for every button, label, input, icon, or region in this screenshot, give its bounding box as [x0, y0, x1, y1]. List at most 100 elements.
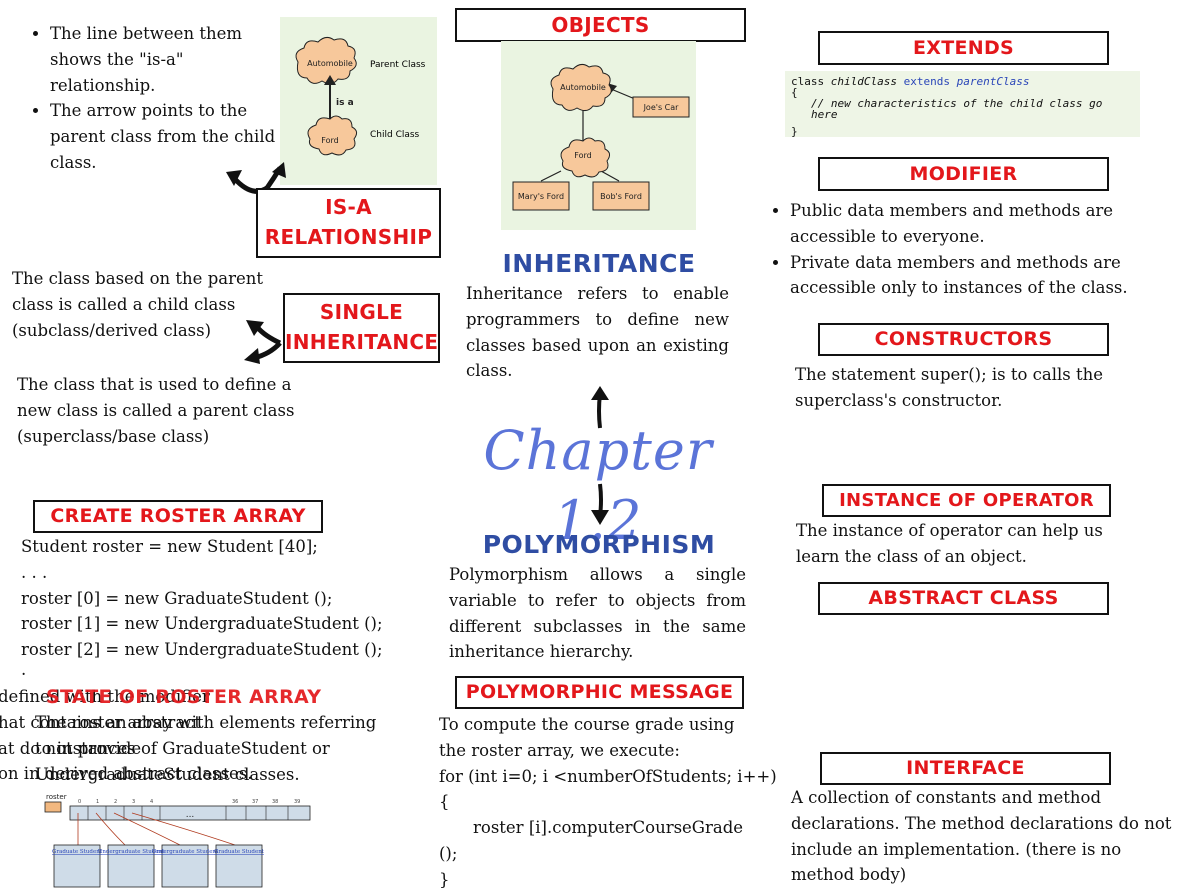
- ford-cloud: Ford: [307, 115, 358, 156]
- roster-array-svg: roster 0 1 2 3 4 36 37 38 39 ...: [44, 793, 311, 888]
- child-class-text: The class based on the parent class is c…: [12, 269, 263, 340]
- isa-title-line1: IS-A: [325, 195, 372, 219]
- create-roster-title: CREATE ROSTER ARRAY: [50, 505, 306, 527]
- polymorphic-message-title: POLYMORPHIC MESSAGE: [465, 681, 734, 703]
- overlap-line: on in derived abstract classes.: [0, 764, 253, 784]
- objects-diagram: Automobile Joe's Car Ford Mary's Ford Bo…: [501, 41, 696, 230]
- code-close-brace: }: [791, 125, 798, 138]
- overlap-line: defined with the modifier: [0, 687, 210, 706]
- objects-automobile-label: Automobile: [560, 83, 606, 92]
- objects-automobile-cloud: Automobile: [550, 63, 612, 112]
- interface-text: A collection of constants and method dec…: [791, 788, 1172, 885]
- parent-class-label: Parent Class: [370, 60, 426, 70]
- objects-ford-cloud: Ford: [560, 137, 611, 178]
- roster-array-cells: [69, 805, 311, 821]
- isa-arrowhead: [324, 75, 336, 85]
- create-roster-box: CREATE ROSTER ARRAY: [33, 500, 323, 533]
- polymorphism-text: Polymorphism allows a single variable to…: [449, 565, 746, 662]
- index-label: 39: [294, 799, 300, 805]
- modifier-bullet: Public data members and methods are acce…: [790, 198, 1165, 250]
- single-inheritance-box: SINGLE INHERITANCE: [283, 293, 440, 363]
- constructors-title: CONSTRUCTORS: [874, 328, 1053, 350]
- index-label: 3: [132, 799, 135, 805]
- roster-line: . . .: [21, 562, 48, 582]
- modifier-box: MODIFIER: [818, 157, 1109, 191]
- polymorphic-message-box: POLYMORPHIC MESSAGE: [455, 676, 744, 709]
- isa-ford-label: Ford: [321, 136, 338, 145]
- state-roster-title: STATE OF ROSTER ARRAY: [46, 686, 322, 708]
- bobs-ford-label: Bob's Ford: [600, 192, 642, 201]
- roster-line: roster [1] = new UndergraduateStudent ()…: [21, 614, 383, 634]
- roster-code: Student roster = new Student [40]; . . .…: [21, 534, 441, 679]
- index-label: 36: [232, 799, 238, 805]
- roster-line: roster [0] = new GraduateStudent ();: [21, 588, 333, 608]
- abstract-overlap-text: defined with the modifier hat contains a…: [0, 684, 298, 787]
- overlap-line: at do not provide: [0, 738, 142, 758]
- modifier-bullet: Private data members and methods are acc…: [790, 250, 1165, 302]
- code-parent-class: parentClass: [956, 75, 1030, 88]
- index-label: 2: [114, 799, 117, 805]
- child-class-label: Child Class: [370, 130, 420, 140]
- parent-class-text: The class that is used to define a new c…: [17, 375, 295, 446]
- polymorphic-code: To compute the course grade using the ro…: [439, 712, 789, 893]
- inheritance-text: Inheritance refers to enable programmers…: [466, 284, 729, 381]
- roster-array-diagram: roster 0 1 2 3 4 36 37 38 39 ...: [40, 790, 320, 890]
- objects-box: OBJECTS: [455, 8, 746, 42]
- bobs-ford-node: Bob's Ford: [592, 181, 650, 211]
- poly-line: ();: [439, 843, 458, 863]
- graduate-student-object: [53, 844, 101, 888]
- up-arrow: [591, 386, 609, 429]
- code-open-brace: {: [791, 86, 798, 99]
- abstract-class-title: ABSTRACT CLASS: [868, 587, 1059, 609]
- chapter-title: Chapter 1.2: [483, 419, 713, 552]
- object-label: Undergraduate Student: [152, 849, 219, 855]
- isa-diagram-svg: Automobile Ford is a Parent Class Child …: [295, 36, 426, 156]
- inheritance-title: INHERITANCE: [502, 249, 696, 278]
- constructors-text: The statement super(); is to calls the s…: [795, 365, 1104, 410]
- index-label: 1: [96, 799, 99, 805]
- extends-title: EXTENDS: [912, 37, 1015, 59]
- isa-bullets: The line between them shows the "is-a" r…: [30, 21, 280, 176]
- constructors-box: CONSTRUCTORS: [818, 323, 1109, 356]
- isa-title-line2: RELATIONSHIP: [264, 225, 433, 249]
- roster-line: .: [21, 659, 27, 679]
- single-title-line1: SINGLE: [319, 300, 404, 324]
- index-label: 38: [272, 799, 278, 805]
- interface-title: INTERFACE: [906, 757, 1025, 779]
- objects-ford-label: Ford: [574, 151, 591, 160]
- index-label: 0: [78, 799, 81, 805]
- code-child-class: childClass: [830, 75, 897, 88]
- roster-line: Student roster = new Student [40];: [21, 537, 318, 556]
- marys-ford-node: Mary's Ford: [512, 181, 570, 211]
- down-arrow: [591, 483, 609, 525]
- isa-relationship-box: IS-A RELATIONSHIP: [256, 188, 441, 258]
- isa-automobile-label: Automobile: [307, 59, 353, 68]
- isa-bullet: The line between them shows the "is-a" r…: [50, 21, 280, 98]
- extends-box: EXTENDS: [818, 31, 1109, 65]
- modifier-bullets: Public data members and methods are acce…: [770, 198, 1165, 301]
- objects-diagram-svg: Automobile Joe's Car Ford Mary's Ford Bo…: [512, 63, 690, 211]
- object-label: Graduate Student: [214, 849, 265, 855]
- single-title-line2: INHERITANCE: [285, 330, 439, 354]
- code-extends-keyword: extends: [903, 75, 950, 88]
- roster-label: roster: [46, 793, 67, 801]
- code-comment: // new characteristics of the child clas…: [811, 97, 1103, 121]
- interface-box: INTERFACE: [820, 752, 1111, 785]
- poly-line: roster [i].computerCourseGrade: [473, 818, 744, 838]
- undergraduate-student-object: [161, 844, 209, 888]
- state-line: UndergraduateStudent classes.: [35, 764, 300, 784]
- poly-line: {: [439, 792, 450, 812]
- automobile-cloud: Automobile: [295, 36, 357, 85]
- joes-car-label: Joe's Car: [643, 103, 680, 112]
- marys-ford-label: Mary's Ford: [518, 192, 564, 201]
- poly-line: To compute the course grade using: [439, 715, 735, 734]
- index-label: 37: [252, 799, 258, 805]
- poly-line: the roster array, we execute:: [439, 740, 680, 760]
- single-curved-arrows: [244, 320, 282, 364]
- abstract-class-box: ABSTRACT CLASS: [818, 582, 1109, 615]
- instanceof-text: The instance of operator can help us lea…: [796, 521, 1103, 566]
- object-label: Undergraduate Student: [98, 849, 165, 855]
- isa-bullet: The arrow points to the parent class fro…: [50, 98, 280, 175]
- undergraduate-student-object: [107, 844, 155, 888]
- joes-car-node: Joe's Car: [632, 96, 690, 118]
